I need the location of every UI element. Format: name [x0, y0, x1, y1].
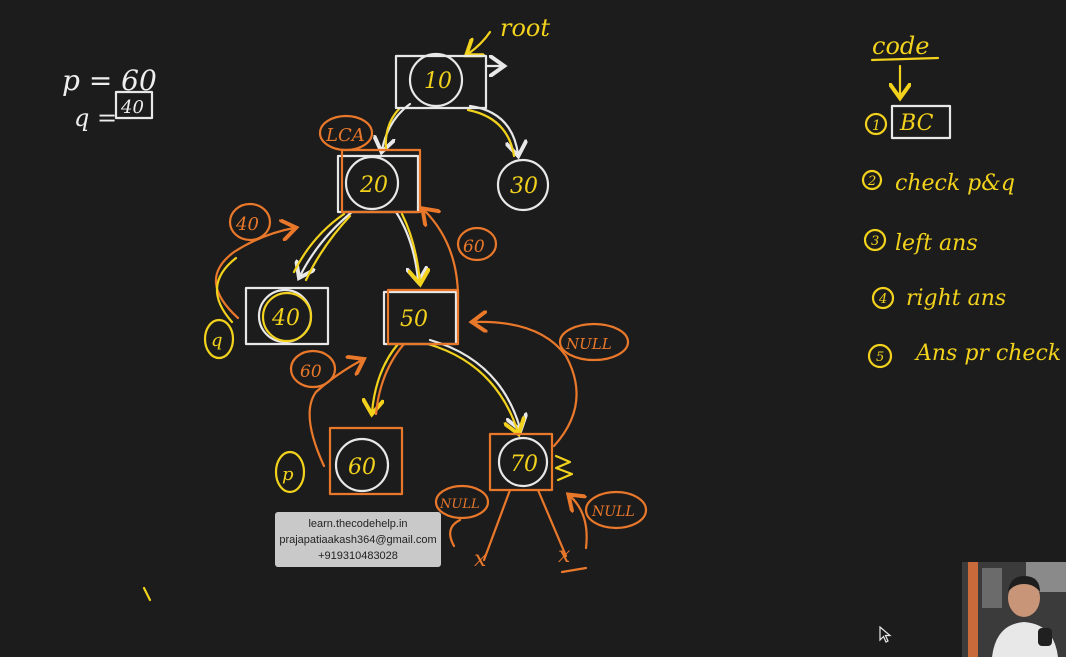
p-node-mark: p — [282, 464, 294, 485]
stray-mark — [142, 586, 152, 602]
mouse-pointer-icon — [879, 626, 892, 643]
step-text: right ans — [906, 286, 1006, 311]
node-value: 40 — [271, 306, 300, 331]
tree-node-50[interactable]: 50 — [382, 288, 460, 346]
q-node-mark: q — [211, 330, 223, 351]
q-variable-label: q = — [74, 104, 117, 132]
contact-email: prajapatiaakash364@gmail.com — [279, 533, 437, 546]
step-number: 4 — [878, 292, 887, 307]
tree-node-40[interactable]: 40 — [244, 286, 330, 346]
node-value: 50 — [400, 307, 428, 332]
null-label-right: NULL — [565, 335, 612, 353]
tree-node-20[interactable]: 20 — [336, 148, 422, 214]
node-value: 20 — [359, 173, 388, 198]
contact-website: learn.thecodehelp.in — [308, 517, 408, 530]
step-text: left ans — [895, 231, 978, 256]
root-pointer: root — [468, 14, 550, 54]
traversal-annotations: LCA 40 60 60 q p NULL x x NULL NULL — [203, 114, 648, 574]
tree-node-10[interactable]: 10 — [394, 52, 502, 110]
return-60-right-label: 60 — [463, 237, 485, 257]
contact-overlay: learn.thecodehelp.in prajapatiaakash364@… — [275, 512, 441, 567]
step-number: 1 — [872, 118, 881, 134]
code-heading: code — [872, 32, 929, 60]
contact-phone: +919310483028 — [318, 549, 398, 562]
step-text: Ans pr check — [914, 341, 1061, 366]
tree-edges — [292, 102, 520, 432]
x-left-mark: x — [474, 547, 487, 572]
pq-variables: p = 60 q = 40 — [62, 64, 157, 132]
node-value: 30 — [510, 174, 538, 199]
null-label-70-right: NULL — [591, 504, 635, 520]
node-value: 10 — [424, 69, 452, 94]
step-text: BC — [899, 111, 934, 136]
node-value: 60 — [348, 455, 376, 480]
return-60-left-label: 60 — [300, 362, 322, 382]
step-number: 2 — [867, 174, 876, 189]
tree-node-60[interactable]: 60 — [328, 426, 404, 496]
node-value: 70 — [510, 452, 538, 477]
code-steps: code 1 BC 2 check p&q 3 left ans 4 right… — [861, 32, 1061, 369]
step-number: 5 — [876, 350, 884, 365]
tree-node-70[interactable]: 70 — [488, 432, 554, 492]
q-variable-value: 40 — [120, 97, 144, 118]
step-text: check p&q — [895, 171, 1015, 196]
x-right-mark: x — [558, 543, 571, 568]
null-label-70-left: NULL — [439, 497, 480, 512]
step-number: 3 — [871, 234, 879, 249]
root-label: root — [500, 14, 550, 42]
return-40-label: 40 — [235, 214, 259, 235]
presenter-webcam — [962, 562, 1066, 657]
lca-label: LCA — [325, 125, 365, 146]
tree-node-30[interactable]: 30 — [496, 158, 550, 212]
